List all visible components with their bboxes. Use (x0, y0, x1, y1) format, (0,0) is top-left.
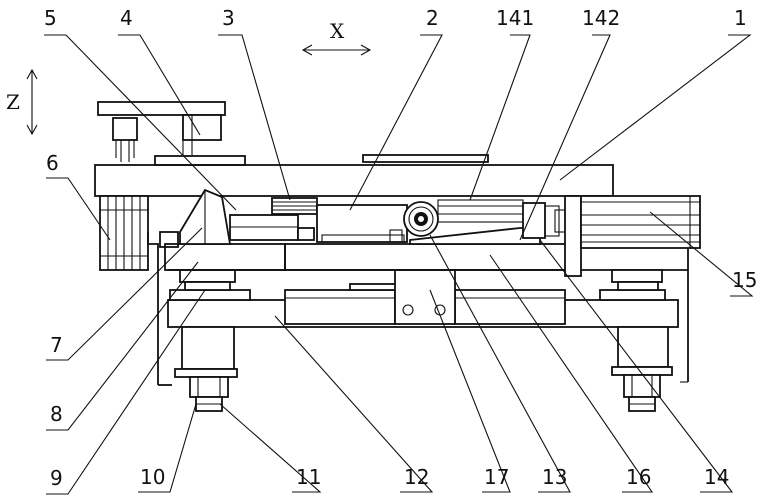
label-141: 141 (496, 6, 534, 30)
label-6: 6 (46, 151, 59, 175)
right-foot (611, 326, 673, 412)
roller (403, 201, 439, 237)
label-3: 3 (222, 6, 235, 30)
x-axis-label: X (330, 19, 345, 43)
slider-body (316, 204, 408, 243)
label-12: 12 (404, 465, 429, 489)
label-16: 16 (626, 465, 651, 489)
middle-rail (284, 269, 566, 325)
label-9: 9 (50, 466, 63, 490)
label-13: 13 (542, 465, 567, 489)
label-14: 14 (704, 465, 729, 489)
carriage-plate (164, 243, 571, 271)
label-7: 7 (50, 333, 63, 357)
label-15: 15 (732, 268, 757, 292)
right-cylinder (564, 195, 701, 277)
top-plate (94, 154, 614, 197)
label-1: 1 (734, 6, 747, 30)
ramp-assembly (409, 199, 566, 245)
label-5: 5 (44, 6, 57, 30)
z-axis-label: Z (6, 90, 20, 114)
top-bracket (97, 101, 246, 166)
left-foot (174, 326, 238, 412)
left-cylinder (99, 195, 149, 271)
label-17: 17 (484, 465, 509, 489)
leader-lines (44, 34, 754, 495)
label-11: 11 (296, 465, 321, 489)
spring (229, 214, 299, 241)
label-142: 142 (582, 6, 620, 30)
label-10: 10 (140, 465, 165, 489)
wedge-block (179, 188, 232, 245)
z-axis-arrow (26, 68, 38, 136)
label-2: 2 (426, 6, 439, 30)
label-4: 4 (120, 6, 133, 30)
guide-rod (271, 197, 318, 241)
label-8: 8 (50, 402, 63, 426)
left-spacers (179, 269, 663, 291)
x-axis-arrow (301, 44, 372, 56)
